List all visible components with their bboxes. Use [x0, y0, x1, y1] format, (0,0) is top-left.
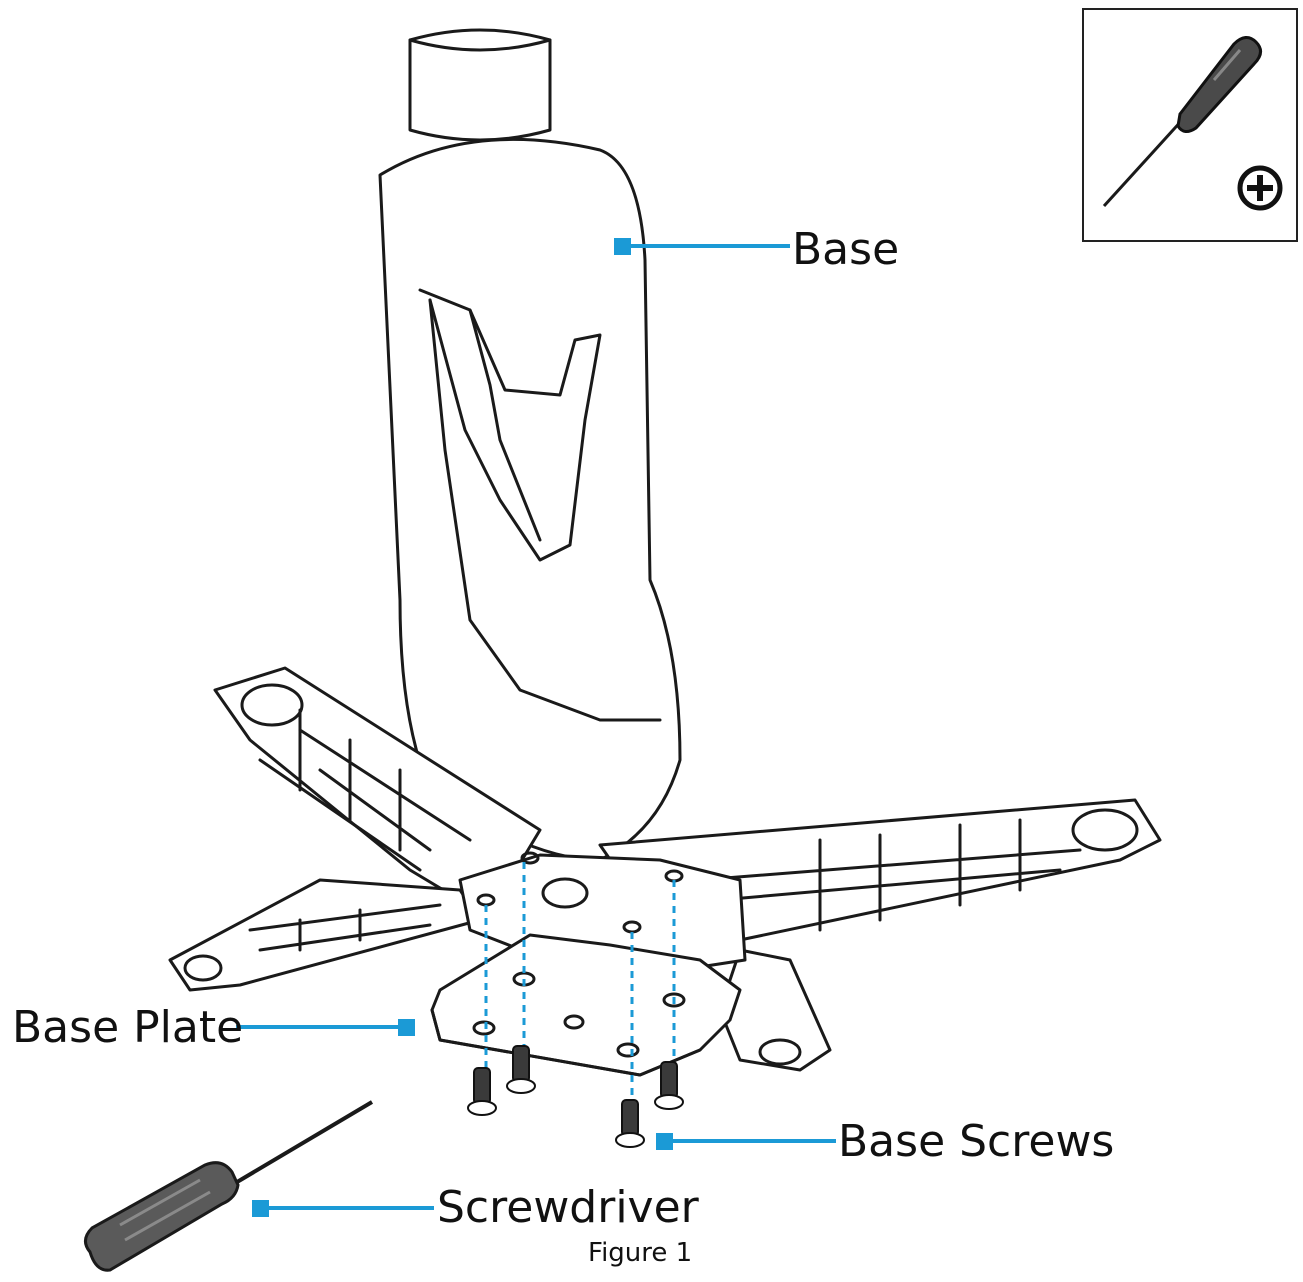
base-leg-right-bottom — [718, 948, 832, 1072]
callout-screwdriver: Screwdriver — [437, 1182, 699, 1233]
screwdriver-icon — [1102, 36, 1262, 208]
callout-base-screws: Base Screws — [838, 1116, 1115, 1167]
screwdriver-illustration — [84, 1100, 374, 1272]
callout-base-plate: Base Plate — [12, 1002, 244, 1053]
callout-leaders — [236, 238, 836, 1217]
screw — [506, 1045, 536, 1094]
base-post — [408, 28, 552, 142]
base-plate — [430, 933, 742, 1077]
screw — [654, 1061, 684, 1110]
alignment-lines — [484, 862, 676, 1100]
screw — [615, 1099, 645, 1148]
base-screws — [467, 1045, 684, 1148]
phillips-head-icon — [1237, 165, 1283, 211]
callout-base: Base — [792, 224, 900, 275]
base-leg-left-bottom — [168, 878, 482, 992]
required-tool-box — [1082, 8, 1298, 242]
figure-caption: Figure 1 — [588, 1238, 693, 1268]
screw — [467, 1067, 497, 1116]
base-leg-left-top — [213, 666, 542, 902]
